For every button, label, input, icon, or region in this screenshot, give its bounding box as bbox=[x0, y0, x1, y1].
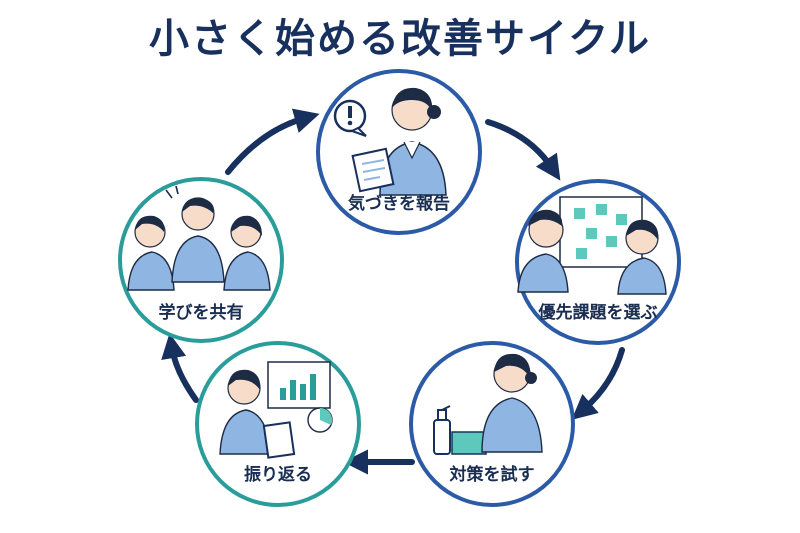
step-prioritize-label: 優先課題を選ぶ bbox=[538, 302, 658, 323]
step-review-label: 振り返る bbox=[244, 464, 312, 485]
step-prioritize: 優先課題を選ぶ bbox=[515, 179, 681, 345]
trial-icon bbox=[433, 353, 543, 455]
share-icon bbox=[127, 185, 271, 291]
step-share: 学びを共有 bbox=[118, 177, 284, 343]
arrow-prioritize-to-trial bbox=[571, 347, 625, 420]
step-report: 気づきを報告 bbox=[316, 69, 482, 235]
report-icon bbox=[333, 87, 447, 196]
review-icon bbox=[219, 361, 333, 459]
page-title: 小さく始める改善サイクル bbox=[149, 16, 651, 62]
step-trial: 対策を試す bbox=[409, 341, 575, 507]
arrow-review-to-share bbox=[161, 333, 199, 403]
step-trial-label: 対策を試す bbox=[449, 464, 535, 485]
step-report-label: 気づきを報告 bbox=[347, 193, 450, 214]
step-share-label: 学びを共有 bbox=[159, 302, 244, 323]
arrow-share-to-report bbox=[225, 108, 320, 175]
prioritize-icon bbox=[517, 196, 667, 295]
step-review: 振り返る bbox=[195, 341, 361, 507]
arrow-report-to-prioritize bbox=[485, 119, 561, 181]
